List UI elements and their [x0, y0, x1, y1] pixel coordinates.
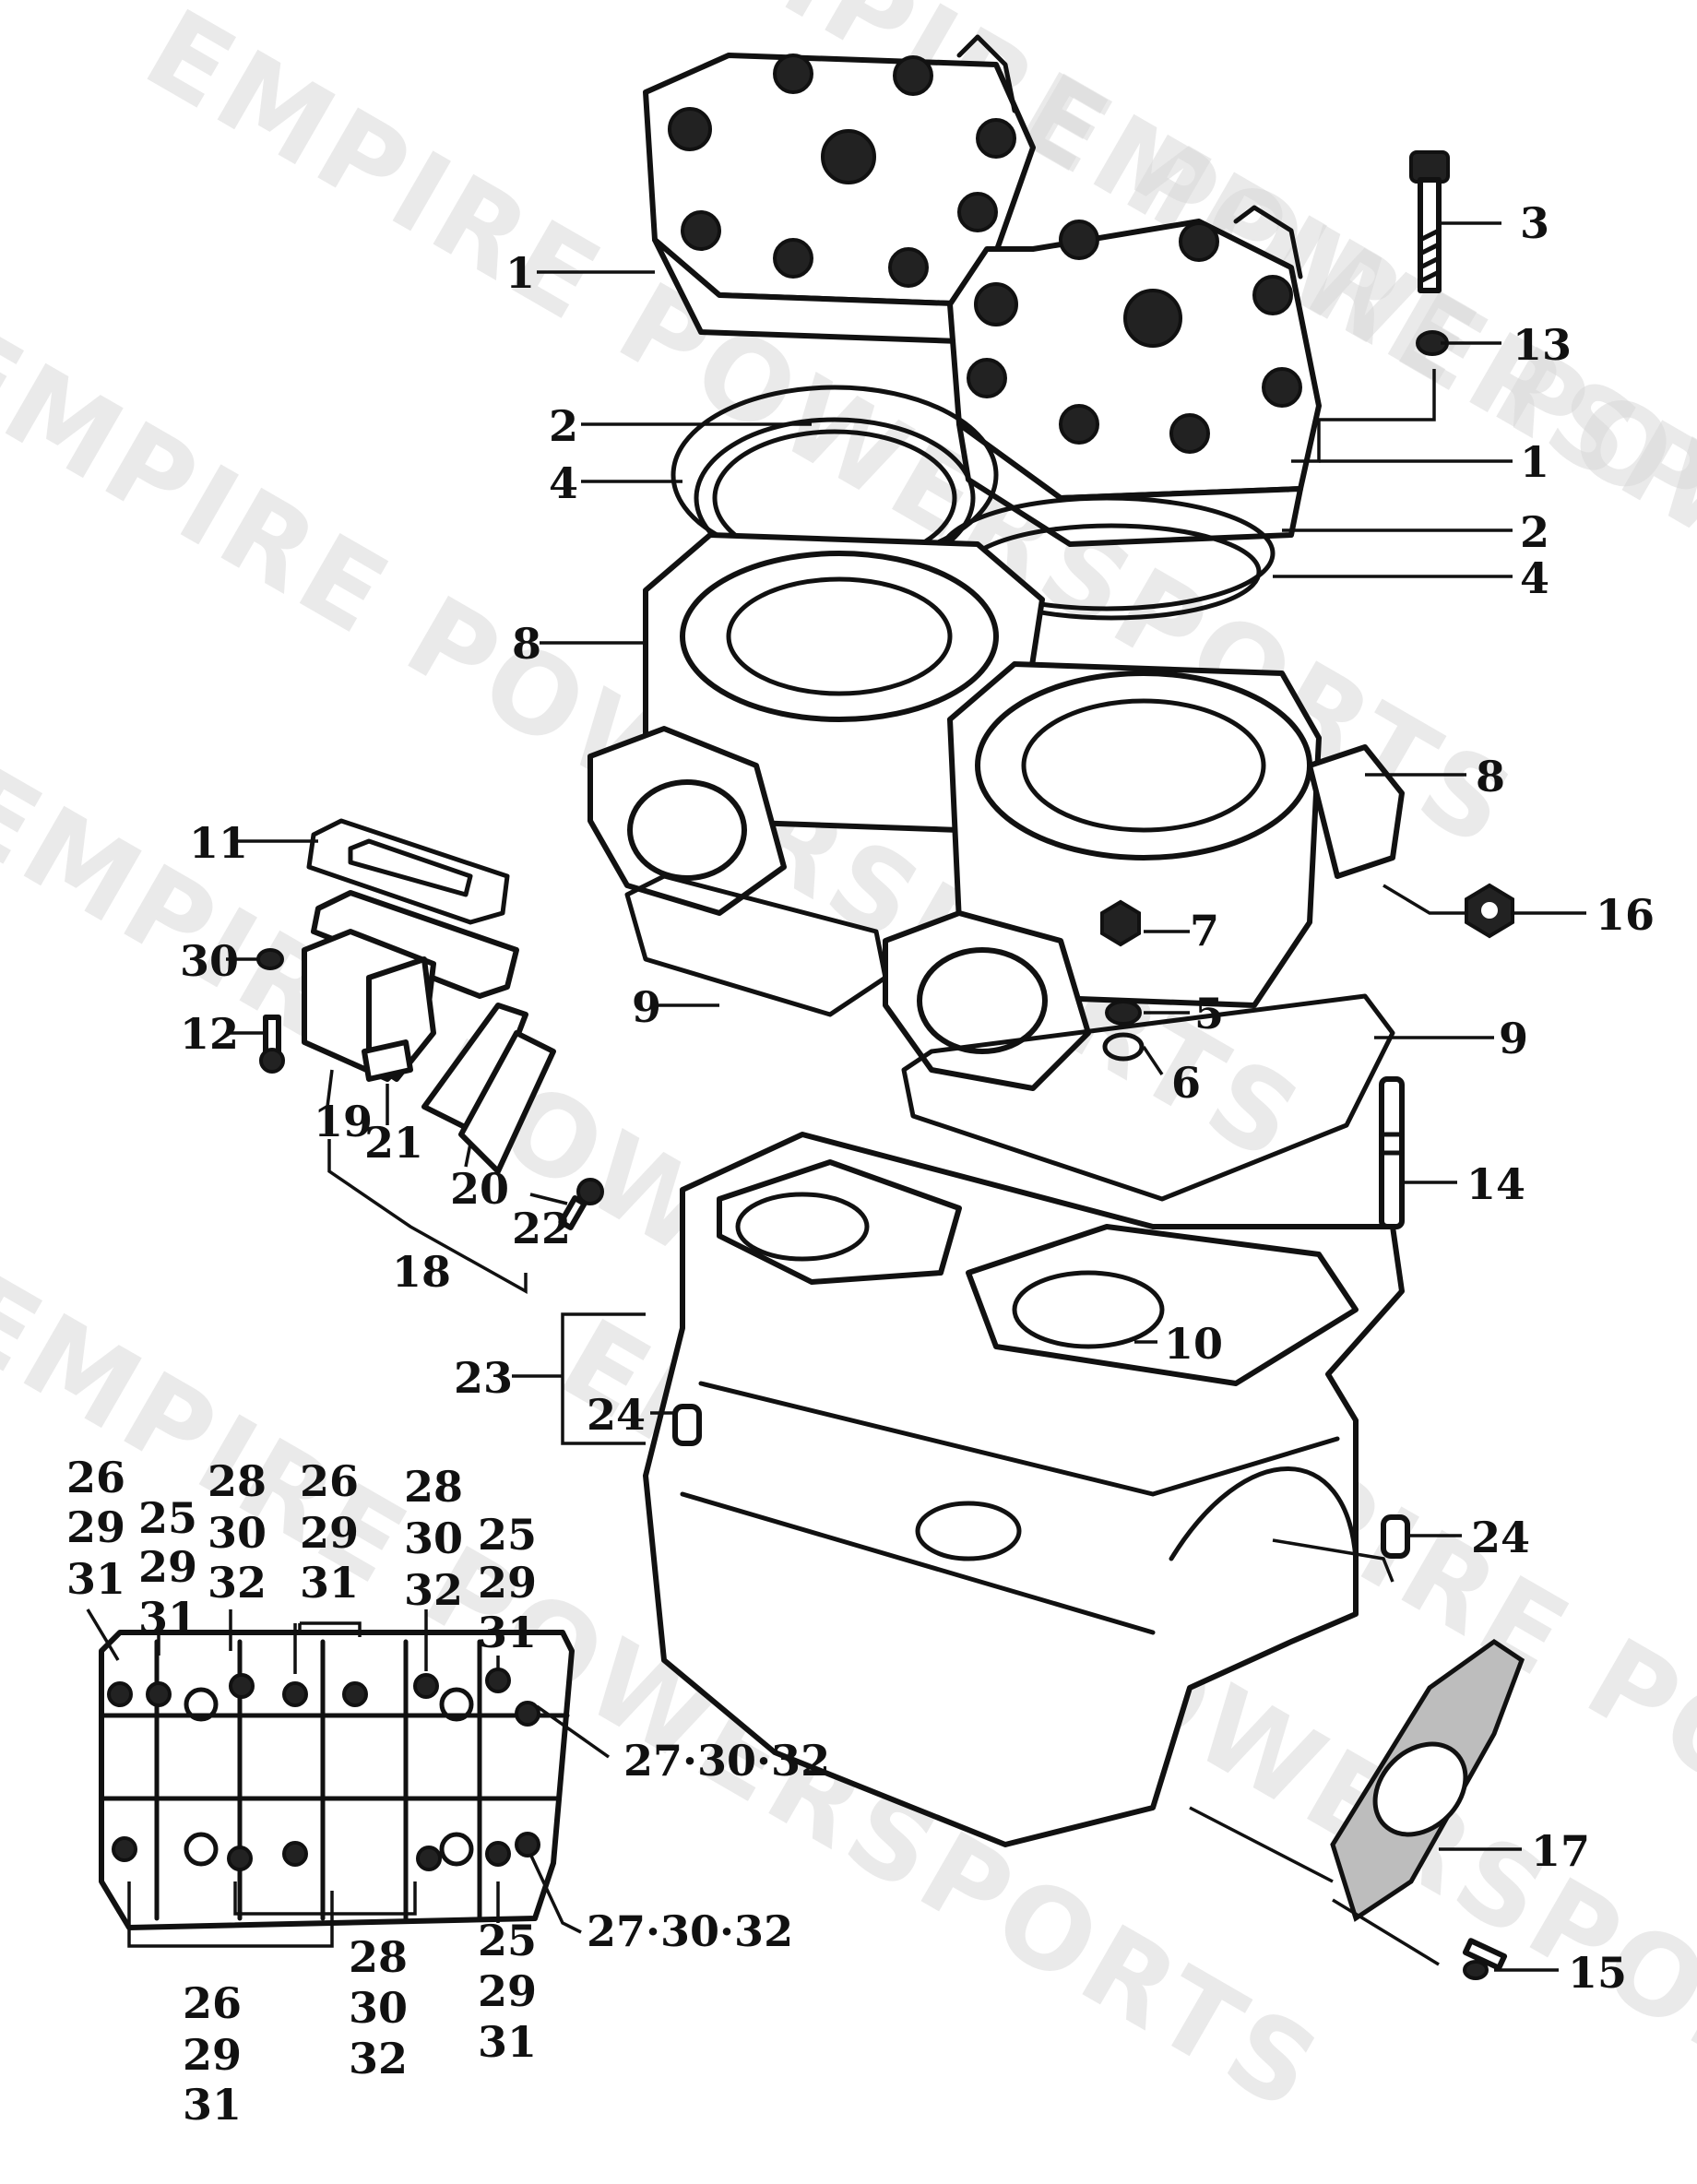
cylinder-nut	[1465, 883, 1514, 939]
stack-line: 30	[208, 1508, 267, 1558]
callout-24-dowel-2: 24	[1471, 1513, 1530, 1562]
base-gasket-rear	[624, 873, 888, 1017]
stack-line: 32	[404, 1565, 463, 1615]
stack-line: 32	[208, 1558, 267, 1608]
head-bolt	[1409, 150, 1450, 293]
reed-washer	[256, 948, 284, 970]
stack-line: 30	[349, 1983, 408, 2033]
stack-line: 28	[349, 1932, 408, 1982]
reed-screw-2	[558, 1178, 604, 1230]
callout-3-head-bolt: 3	[1520, 198, 1549, 248]
callout-7-nut: 7	[1190, 906, 1219, 956]
base-gasket-front	[901, 993, 1395, 1202]
callout-stacks: 26 29 31 25 29 31 28 30 32 26 29 31 28 3…	[66, 1453, 537, 2130]
lower-case-inset	[99, 1630, 575, 1930]
callout-17-cover: 17	[1531, 1826, 1590, 1876]
callout-labels: 1 2 4 8 3 13 1 2 4 8 16 11 30 12 19 21 2…	[180, 198, 1655, 1998]
stack-line: 25	[478, 1916, 537, 1965]
spring-washer	[1105, 1000, 1142, 1026]
dowel-pin-b	[1381, 1514, 1410, 1559]
callout-13-washer: 13	[1513, 320, 1572, 370]
callout-4-rear-oring: 4	[549, 458, 578, 508]
callout-30-washer: 30	[180, 936, 239, 986]
callout-stack-28-30-32-mid: 28 30 32	[404, 1462, 463, 1615]
intake-gasket	[306, 818, 510, 925]
callout-22-screw: 22	[512, 1204, 571, 1253]
stack-line: 29	[66, 1502, 125, 1552]
callout-27-30-32-upper: 27·30·32	[623, 1736, 830, 1786]
callout-15-screw: 15	[1568, 1948, 1627, 1998]
stack-line: 29	[478, 1966, 537, 2016]
callout-6-washer: 6	[1171, 1058, 1201, 1108]
callout-16-nut: 16	[1596, 890, 1655, 940]
stack-line: 26	[183, 1978, 242, 2028]
callout-1-front-head: 1	[1520, 437, 1549, 487]
callout-5-spring-washer: 5	[1194, 989, 1224, 1039]
callout-10-stud: 10	[1164, 1319, 1223, 1369]
callout-1-rear-head: 1	[505, 248, 535, 298]
callout-stack-28-30-32-bottom: 28 30 32	[349, 1932, 408, 2083]
callout-stack-28-30-32-left: 28 30 32	[208, 1456, 267, 1608]
stack-line: 26	[300, 1456, 359, 1506]
callout-stack-25-29-31-left: 25 29 31	[138, 1493, 197, 1643]
callout-8-rear-cylinder: 8	[512, 619, 541, 669]
callout-20-petal: 20	[450, 1164, 509, 1214]
callout-stack-26-29-31-top-mid: 26 29 31	[300, 1456, 359, 1608]
callout-24-dowel: 24	[587, 1390, 646, 1440]
callout-stack-25-29-31-right: 25 29 31	[478, 1510, 537, 1657]
stack-line: 31	[138, 1593, 197, 1643]
stack-line: 31	[183, 2080, 242, 2130]
callout-stack-26-29-31-bottom: 26 29 31	[183, 1978, 242, 2130]
stack-line: 28	[404, 1462, 463, 1512]
callout-2-front-gasket: 2	[1520, 507, 1549, 557]
callout-21-stopper: 21	[364, 1118, 423, 1168]
stack-line: 25	[478, 1510, 537, 1560]
stack-line: 31	[478, 1608, 537, 1657]
callout-2-rear-gasket: 2	[549, 401, 578, 451]
callout-19-reed-body: 19	[314, 1097, 373, 1146]
flat-washer	[1102, 1032, 1145, 1062]
stack-line: 31	[300, 1558, 359, 1608]
stud-bolt	[1379, 1076, 1405, 1229]
cylinder-head-rear	[643, 34, 1036, 344]
callout-27-30-32-lower: 27·30·32	[587, 1906, 793, 1956]
stack-line: 30	[404, 1513, 463, 1563]
crankcase-cover	[1330, 1638, 1525, 1922]
stack-line: 28	[208, 1456, 267, 1506]
reed-stopper	[362, 1039, 413, 1082]
callout-4-front-oring: 4	[1520, 553, 1549, 603]
stack-line: 29	[138, 1542, 197, 1592]
callout-stack-26-29-31-top-left: 26 29 31	[66, 1453, 125, 1604]
stack-line: 26	[66, 1453, 125, 1502]
callout-8-front-cylinder: 8	[1476, 752, 1505, 801]
cover-screw	[1462, 1938, 1508, 1980]
callout-11-intake-gasket: 11	[189, 818, 248, 868]
cylinder-nut-small	[1100, 899, 1141, 947]
stack-line: 29	[478, 1558, 537, 1608]
dowel-pin-a	[672, 1404, 702, 1446]
stack-line: 32	[349, 2034, 408, 2083]
crankcase	[643, 1132, 1405, 1847]
callout-18-reed-assembly: 18	[392, 1247, 451, 1297]
reed-screw	[259, 1015, 285, 1074]
callout-9-front-base-gasket: 9	[1499, 1014, 1528, 1063]
callout-stack-25-29-31-bottom-right: 25 29 31	[478, 1916, 537, 2067]
stack-line: 31	[478, 2017, 537, 2067]
cylinder-front	[883, 661, 1405, 1091]
callout-23-crankcase: 23	[454, 1353, 513, 1403]
stack-line: 29	[300, 1508, 359, 1558]
callout-14-stud: 14	[1466, 1159, 1525, 1209]
cylinder-rear	[587, 532, 1045, 916]
stack-line: 29	[183, 2030, 242, 2080]
leader-lines	[86, 221, 1586, 1972]
stack-line: 31	[66, 1554, 125, 1604]
cylinder-head-front	[947, 205, 1322, 547]
reed-petal	[421, 1003, 556, 1174]
stack-line: 25	[138, 1493, 197, 1543]
callout-12-screw: 12	[180, 1009, 239, 1059]
callout-9-rear-base-gasket: 9	[632, 982, 661, 1032]
